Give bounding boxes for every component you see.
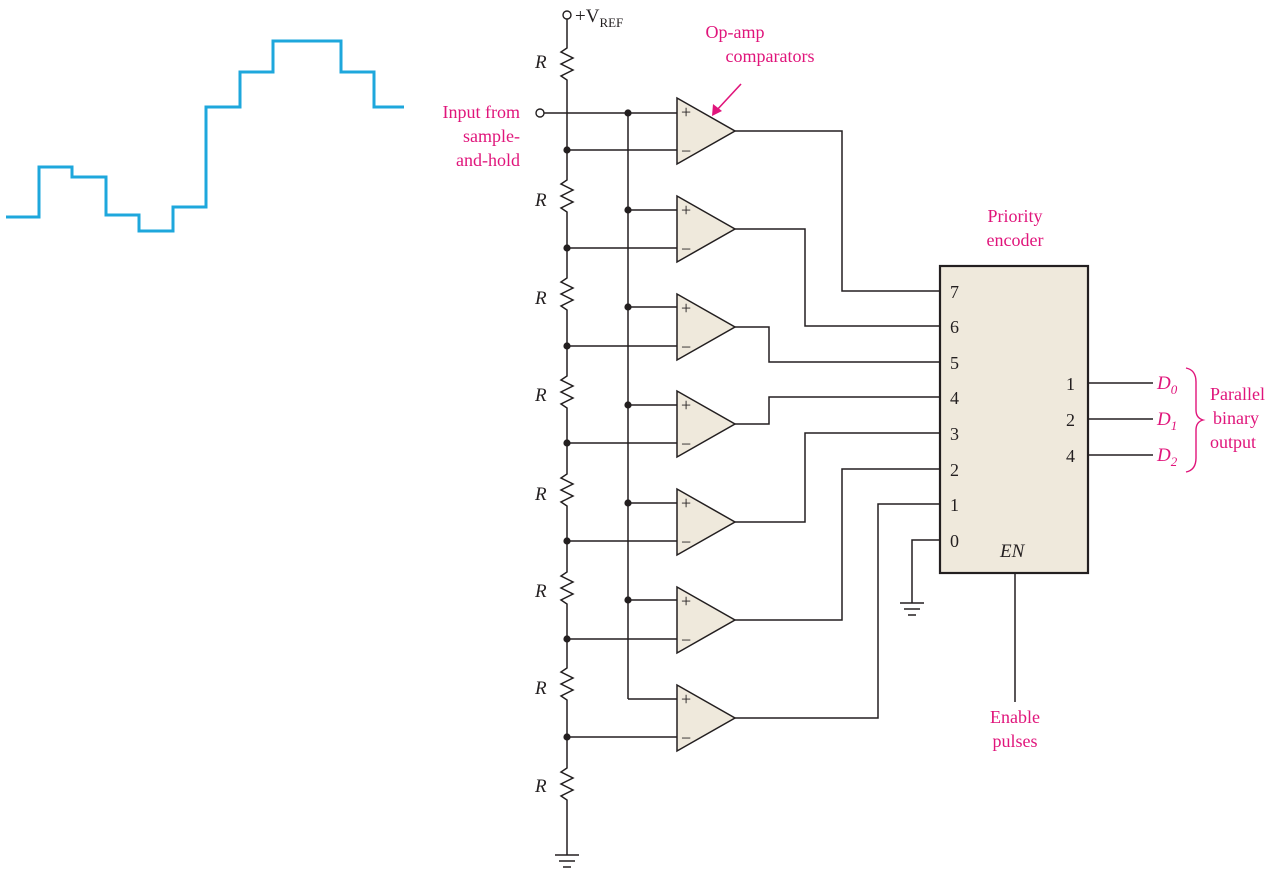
ground-icon	[900, 602, 924, 616]
sampled-waveform	[6, 39, 404, 233]
output-d1-label: D1	[1156, 409, 1177, 433]
resistor-ladder: R R R R R R R R	[534, 40, 575, 855]
encoder-input-pin: 7	[950, 282, 959, 302]
resistor-label: R	[534, 776, 547, 797]
resistor-label: R	[534, 385, 547, 406]
encoder-output-pin: 1	[1066, 374, 1075, 394]
encoder-input-pin: 1	[950, 495, 959, 515]
output-lines: D0 D1 D2	[1088, 373, 1178, 469]
resistor-label: R	[534, 484, 547, 505]
comparator-output-wires	[735, 130, 940, 719]
encoder-input-pin: 6	[950, 317, 959, 337]
enable-label: pulses	[993, 731, 1038, 751]
arrow-icon	[712, 104, 722, 116]
svg-text:+: +	[681, 493, 691, 513]
svg-text:+: +	[681, 200, 691, 220]
output-d2-label: D2	[1156, 445, 1178, 469]
comparator	[676, 487, 737, 557]
input-label: Input from	[443, 102, 520, 122]
svg-text:−: −	[681, 239, 691, 259]
resistor-label: R	[534, 678, 547, 699]
encoder-output-pin: 4	[1066, 446, 1075, 466]
resistor-label: R	[534, 52, 547, 73]
svg-text:+VREF: +VREF	[575, 6, 623, 30]
encoder-input-pin: 5	[950, 353, 959, 373]
encoder-input-pin: 3	[950, 424, 959, 444]
enable-label: Enable	[990, 707, 1040, 727]
parallel-output-label: binary	[1213, 408, 1259, 428]
svg-text:+: +	[681, 298, 691, 318]
annotations: Input from sample- and-hold Op-amp compa…	[443, 22, 1265, 751]
comparator	[676, 683, 737, 753]
resistor-label: R	[534, 581, 547, 602]
comparators: + − + − + − + − + −	[563, 96, 737, 753]
priority-encoder: 7 6 5 4 3 2 1 0 1 2 4 EN	[938, 264, 1090, 575]
svg-text:+: +	[681, 395, 691, 415]
svg-text:−: −	[681, 434, 691, 454]
svg-text:+: +	[681, 102, 691, 122]
resistor-label: R	[534, 288, 547, 309]
svg-text:+: +	[681, 591, 691, 611]
parallel-output-label: output	[1210, 432, 1256, 452]
output-d0-label: D0	[1156, 373, 1178, 397]
output-brace	[1185, 367, 1206, 473]
analog-input	[535, 108, 677, 699]
opamp-label: comparators	[726, 46, 815, 66]
comparator	[676, 389, 737, 459]
svg-text:−: −	[681, 141, 691, 161]
svg-text:−: −	[681, 532, 691, 552]
encoder-title: Priority	[987, 206, 1042, 226]
svg-text:−: −	[681, 337, 691, 357]
svg-text:+: +	[681, 689, 691, 709]
input-label: and-hold	[456, 150, 520, 170]
encoder-title: encoder	[987, 230, 1044, 250]
comparator	[676, 96, 737, 166]
resistor-label: R	[534, 190, 547, 211]
svg-text:−: −	[681, 630, 691, 650]
encoder-input-pin: 4	[950, 388, 959, 408]
vref-terminal: +VREF	[562, 6, 623, 40]
encoder-output-pin: 2	[1066, 410, 1075, 430]
input-label: sample-	[463, 126, 520, 146]
comparator	[676, 292, 737, 362]
encoder-input-pin: 0	[950, 531, 959, 551]
encoder-input-pin: 2	[950, 460, 959, 480]
opamp-label: Op-amp	[706, 22, 765, 42]
comparator	[676, 585, 737, 655]
svg-text:−: −	[681, 728, 691, 748]
ground-icon	[555, 854, 579, 868]
parallel-output-label: Parallel	[1210, 384, 1265, 404]
comparator	[676, 194, 737, 264]
enable-pin-label: EN	[999, 541, 1026, 562]
